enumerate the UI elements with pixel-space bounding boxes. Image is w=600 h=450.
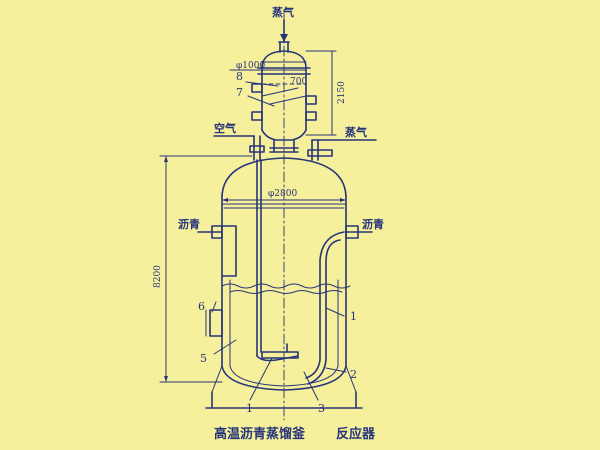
part-label-2: 2 — [350, 368, 357, 381]
part-label-3: 3 — [318, 402, 325, 415]
right-steam-inlet — [307, 139, 377, 161]
part-leaders — [211, 81, 347, 401]
air-inlet — [213, 135, 299, 362]
part-label-8: 8 — [236, 70, 243, 83]
caption-main: 高温沥青蒸馏釜 — [214, 426, 306, 442]
label-head-dia: φ1000 — [236, 61, 265, 71]
label-asphalt-right: 沥青 — [362, 217, 384, 231]
left-asphalt-nozzle — [197, 225, 237, 277]
label-inner-dim: 700 — [290, 77, 307, 87]
dimension-vessel-width — [221, 198, 347, 202]
right-asphalt-nozzle — [305, 225, 373, 385]
part-label-7: 7 — [236, 86, 243, 99]
dimension-vessel-height — [159, 155, 253, 383]
label-vessel-dia: φ2800 — [268, 189, 297, 199]
caption-sub: 反应器 — [336, 426, 376, 442]
part-label-6: 6 — [198, 300, 205, 313]
label-steam-right: 蒸气 — [345, 125, 367, 139]
label-steam-top: 蒸气 — [272, 5, 294, 19]
label-vessel-height: 8200 — [153, 265, 163, 288]
label-asphalt-left: 沥青 — [178, 217, 200, 231]
part-label-1-bottom: 1 — [246, 402, 253, 415]
left-lower-nozzle — [205, 309, 223, 337]
dimension-head-width — [229, 61, 307, 71]
dimension-head-height — [305, 50, 337, 136]
label-head-height: 2150 — [337, 81, 347, 104]
part-label-5: 5 — [200, 352, 207, 365]
part-label-1-right: 1 — [350, 310, 357, 323]
label-air: 空气 — [214, 121, 236, 135]
